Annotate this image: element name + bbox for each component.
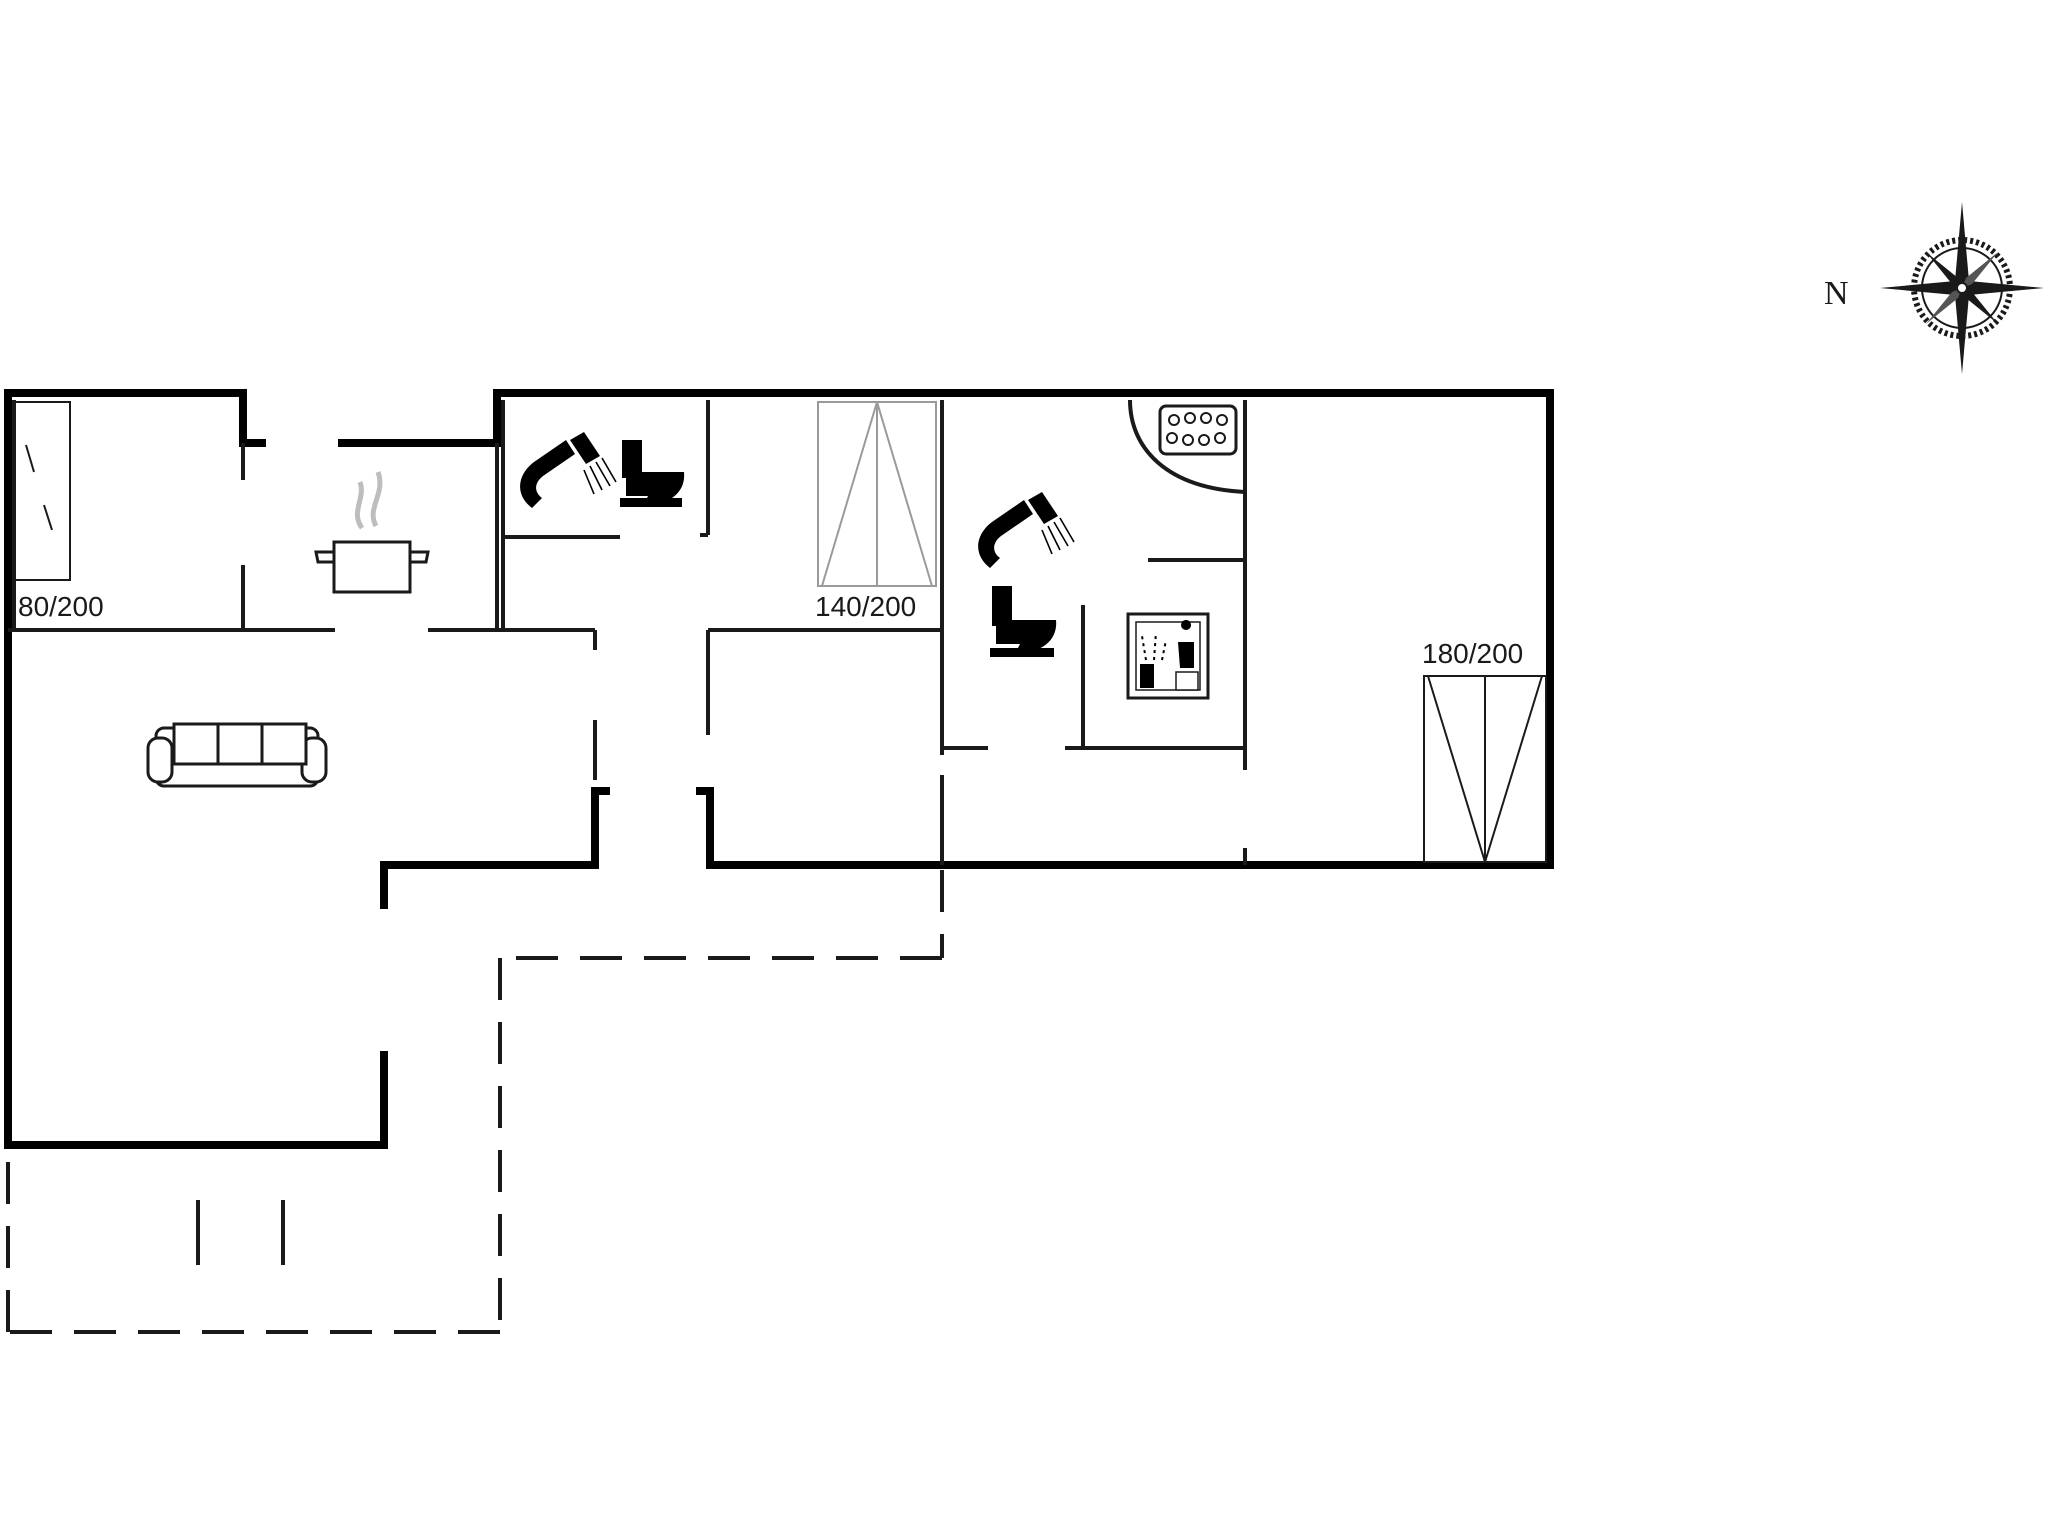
cooking-pot-icon [314,471,430,594]
bed-single [13,401,71,581]
bed-size-label-2: 140/200 [815,591,916,622]
bed-king [1423,675,1547,863]
shower-icon [520,432,617,508]
compass-rose-icon [1880,202,2044,374]
bed-size-label-1: 80/200 [18,591,104,622]
compass-north-label: N [1824,275,1849,312]
toilet-icon [620,440,685,507]
whirlpool-icon [1128,399,1246,494]
sofa-icon [146,722,328,788]
toilet-icon-2 [990,586,1057,657]
terrace-outline [6,870,944,1334]
bed-size-label-3: 180/200 [1422,638,1523,669]
outer-walls [4,389,1554,1149]
sauna-icon [1126,612,1210,700]
shower-icon-2 [978,492,1075,568]
terrace-steps [196,1200,285,1265]
bed-double [817,401,937,587]
